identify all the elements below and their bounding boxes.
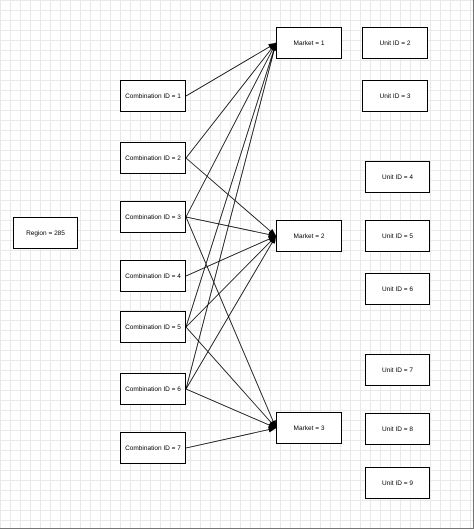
market-label: Market = 3: [293, 424, 325, 432]
edge-combination-3-to-market-2: [185, 216, 277, 238]
edge-combination-5-to-market-2: [185, 235, 277, 328]
unit-label: Unit ID = 7: [382, 366, 413, 374]
unit-node-6[interactable]: Unit ID = 6: [365, 273, 430, 305]
market-label: Market = 2: [293, 232, 325, 240]
combination-label: Combination ID = 1: [125, 92, 181, 100]
region-label: Region = 285: [26, 229, 65, 237]
combination-label: Combination ID = 4: [125, 272, 181, 280]
unit-node-9[interactable]: Unit ID = 9: [365, 467, 430, 499]
market-node-2[interactable]: Market = 2: [276, 220, 342, 252]
edge-combination-6-to-market-2: [185, 235, 277, 390]
combination-node-4[interactable]: Combination ID = 4: [120, 260, 186, 292]
combination-node-3[interactable]: Combination ID = 3: [120, 201, 186, 233]
combination-label: Combination ID = 2: [125, 154, 181, 162]
combination-node-5[interactable]: Combination ID = 5: [120, 311, 186, 343]
unit-node-5[interactable]: Unit ID = 5: [365, 220, 430, 252]
market-node-1[interactable]: Market = 1: [276, 27, 342, 59]
combination-node-6[interactable]: Combination ID = 6: [120, 373, 186, 405]
edge-combination-3-to-market-3: [185, 216, 277, 429]
edge-combination-2-to-market-1: [185, 42, 277, 159]
unit-node-8[interactable]: Unit ID = 8: [365, 413, 430, 445]
edge-combination-5-to-market-3: [185, 326, 277, 429]
combination-label: Combination ID = 3: [125, 213, 181, 221]
combination-label: Combination ID = 6: [125, 385, 181, 393]
unit-label: Unit ID = 6: [382, 285, 413, 293]
unit-node-4[interactable]: Unit ID = 4: [365, 161, 430, 193]
unit-label: Unit ID = 8: [382, 425, 413, 433]
combination-node-1[interactable]: Combination ID = 1: [120, 80, 186, 112]
combination-label: Combination ID = 7: [125, 444, 181, 452]
edge-combination-3-to-market-1: [185, 42, 277, 218]
unit-label: Unit ID = 2: [379, 39, 411, 47]
edge-combination-6-to-market-1: [185, 42, 278, 390]
unit-node-2[interactable]: Unit ID = 2: [362, 27, 428, 59]
unit-label: Unit ID = 4: [382, 173, 413, 181]
market-node-3[interactable]: Market = 3: [276, 412, 342, 444]
edge-combination-2-to-market-2: [185, 157, 277, 237]
edge-combination-4-to-market-2: [185, 235, 277, 277]
unit-node-7[interactable]: Unit ID = 7: [365, 354, 430, 386]
edge-combination-5-to-market-1: [185, 42, 277, 328]
combination-node-7[interactable]: Combination ID = 7: [120, 432, 186, 464]
edge-combination-7-to-market-3: [185, 426, 277, 449]
edge-combination-6-to-market-3: [185, 388, 277, 429]
edge-combination-1-to-market-1: [185, 42, 277, 97]
unit-label: Unit ID = 9: [382, 479, 413, 487]
unit-label: Unit ID = 5: [382, 232, 413, 240]
unit-label: Unit ID = 3: [379, 92, 411, 100]
market-label: Market = 1: [293, 39, 325, 47]
region-node[interactable]: Region = 285: [13, 217, 78, 249]
unit-node-3[interactable]: Unit ID = 3: [362, 80, 428, 112]
combination-label: Combination ID = 5: [125, 323, 181, 331]
combination-node-2[interactable]: Combination ID = 2: [120, 142, 186, 174]
